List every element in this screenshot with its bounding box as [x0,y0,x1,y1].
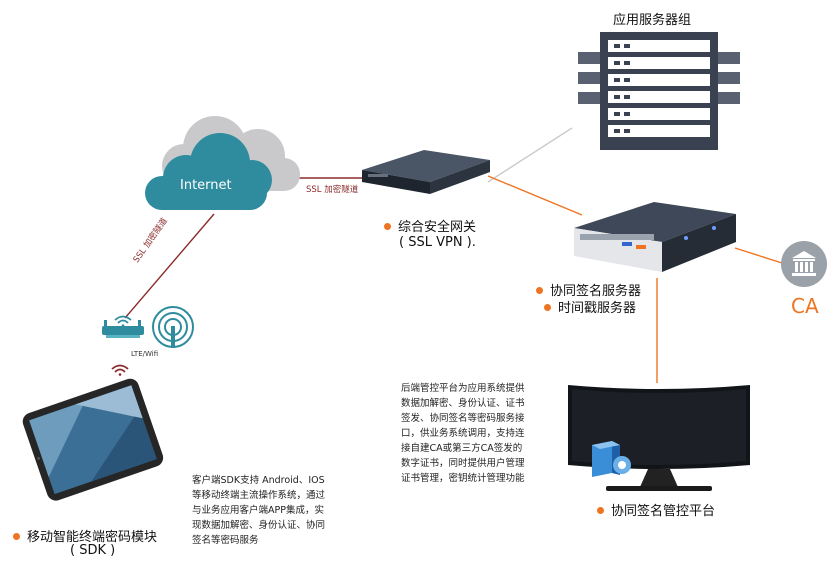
bullet-dot [13,533,20,540]
gateway-name: 综合安全网关 [398,220,477,235]
backend-desc-line: 口，供业务系统调用，支持连 [401,428,525,439]
tunnel-label-horizontal: SSL 加密隧道 [306,183,359,195]
tablet-device [22,378,164,501]
wifi-signal-icon [114,315,132,327]
mobile-module-name: 移动智能终端密码模块 [27,530,158,545]
server-group-title: 应用服务器组 [613,13,692,28]
security-gateway-device [362,150,490,194]
antenna-broadcast-icon [152,306,194,348]
wifi-tablet-signal-icon [111,364,129,376]
backend-desc-line: 签发、协同签名等密码服务接 [401,413,525,424]
mobile-module-label-line1: 移动智能终端密码模块 [13,526,157,545]
backend-desc-line: 数据加解密、身份认证、证书 [401,398,525,409]
client-desc-line: 等移动终端主流操作系统，通过 [192,490,326,501]
sign-server-label-line2: 时间戳服务器 [544,297,636,316]
gateway-label-line2: ( SSL VPN ). [399,235,476,250]
client-desc-line: 与业务应用客户端APP集成，实 [192,505,324,516]
sign-server-device [574,202,736,272]
client-desc-line: 客户端SDK支持 Android、IOS [192,475,325,486]
client-desc-line: 签名等密码服务 [192,535,259,546]
tunnel-line-cloud-router [124,213,215,319]
ca-label: CA [791,294,819,318]
bullet-dot [384,223,391,230]
sign-server-name: 协同签名服务器 [550,284,642,299]
line-sign-server-ca [734,247,783,264]
sign-server-label-line1: 协同签名服务器 [536,280,641,299]
gateway-label-line1: 综合安全网关 [384,216,476,235]
backend-desc-line: 接自建CA或第三方CA签发的 [401,443,523,454]
bank-icon [781,241,827,287]
timestamp-server-name: 时间戳服务器 [558,301,637,316]
router-device [102,320,144,338]
line-gateway-sign-server [487,175,583,216]
line-gateway-servers [487,127,573,183]
backend-desc-line: 证书管理，密钥统计管理功能 [401,473,525,484]
software-box-icon [592,441,631,477]
server-rack-icon [578,32,740,150]
mobile-module-label-line2: ( SDK ) [70,543,116,558]
backend-desc-line: 后端管控平台为应用系统提供 [401,383,525,394]
router-label: LTE/Wifi [131,350,159,358]
internet-cloud-icon [145,116,300,210]
platform-label: 协同签名管控平台 [597,500,715,519]
internet-label: Internet [180,178,232,193]
bullet-dot [544,304,551,311]
bullet-dot [597,507,604,514]
platform-name: 协同签名管控平台 [611,504,716,519]
backend-platform-description: 后端管控平台为应用系统提供 数据加解密、身份认证、证书 签发、协同签名等密码服务… [401,381,525,486]
backend-desc-line: 数字证书，同时提供用户管理 [401,458,525,469]
client-desc-line: 现数据加解密、身份认证、协同 [192,520,326,531]
client-sdk-description: 客户端SDK支持 Android、IOS 等移动终端主流操作系统，通过 与业务应… [192,473,325,548]
bullet-dot [536,287,543,294]
